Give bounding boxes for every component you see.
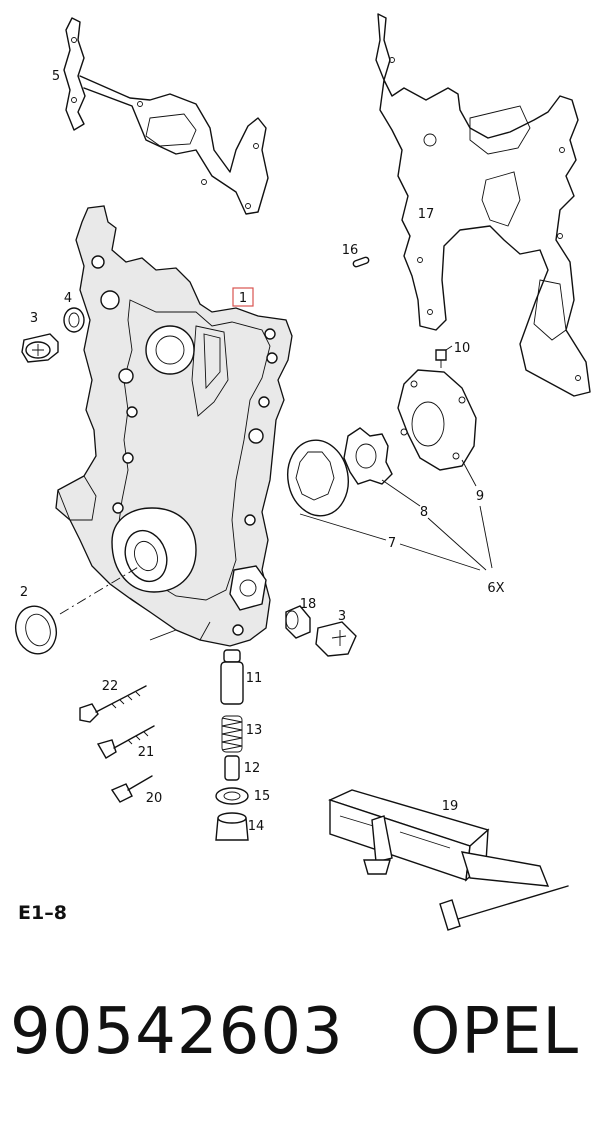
piston-11 xyxy=(220,649,244,705)
callout-label: 4 xyxy=(64,291,72,306)
callout-label: 10 xyxy=(454,341,471,356)
callout-label: 15 xyxy=(254,789,271,804)
sleeve-12 xyxy=(224,755,240,781)
brand-name: OPEL xyxy=(410,995,580,1069)
inner-rotor-8 xyxy=(343,427,393,485)
callout-label: 8 xyxy=(420,505,428,520)
gasket-17 xyxy=(375,13,591,397)
exploded-parts-diagram: 1 2 3 3 4 5 6X 7 8 9 10 11 12 13 14 15 1… xyxy=(15,13,591,931)
callout-label: 1 xyxy=(239,291,247,306)
leader-lines xyxy=(299,345,493,571)
callout-label: 12 xyxy=(244,761,261,776)
highlighted-callout-box xyxy=(232,287,254,307)
plug-3-upper xyxy=(21,333,59,363)
part-number: 90542603 xyxy=(10,995,344,1069)
seal-ring-15 xyxy=(215,787,249,805)
callout-label: 21 xyxy=(138,745,155,760)
callout-label: 11 xyxy=(246,671,263,686)
pump-cover-9 xyxy=(397,369,477,471)
gasket-5 xyxy=(63,17,269,215)
callout-label: 5 xyxy=(52,69,60,84)
callout-label: 3 xyxy=(338,609,346,624)
spring-13 xyxy=(221,715,243,753)
callout-label: 9 xyxy=(476,489,484,504)
screw-10 xyxy=(435,349,447,368)
callout-label: 13 xyxy=(246,723,263,738)
sealant-tube-19 xyxy=(328,789,569,931)
callout-label: 20 xyxy=(146,791,163,806)
callout-label: 14 xyxy=(248,819,265,834)
section-code: E1–8 xyxy=(18,902,67,924)
bolt-20 xyxy=(110,775,153,803)
bolt-22 xyxy=(79,685,147,723)
bush-18 xyxy=(285,605,311,639)
callout-label: 2 xyxy=(20,585,28,600)
callout-label: 6X xyxy=(487,581,504,596)
plug-3-lower xyxy=(315,621,357,657)
callout-label: 17 xyxy=(418,207,435,222)
dowel-16 xyxy=(352,256,370,268)
plug-14 xyxy=(215,812,249,841)
oil-seal-2 xyxy=(15,565,141,655)
washer-4 xyxy=(63,307,85,333)
callout-label: 19 xyxy=(442,799,459,814)
callout-label: 18 xyxy=(300,597,317,612)
outer-rotor-7 xyxy=(287,439,349,517)
callout-label: 7 xyxy=(388,536,396,551)
front-cover-1 xyxy=(55,205,293,647)
callout-labels: 1 2 3 3 4 5 6X 7 8 9 10 11 12 13 14 15 1… xyxy=(20,69,505,834)
bolt-21 xyxy=(96,725,155,759)
callout-label: 16 xyxy=(342,243,359,258)
callout-label: 3 xyxy=(30,311,38,326)
callout-label: 22 xyxy=(102,679,119,694)
